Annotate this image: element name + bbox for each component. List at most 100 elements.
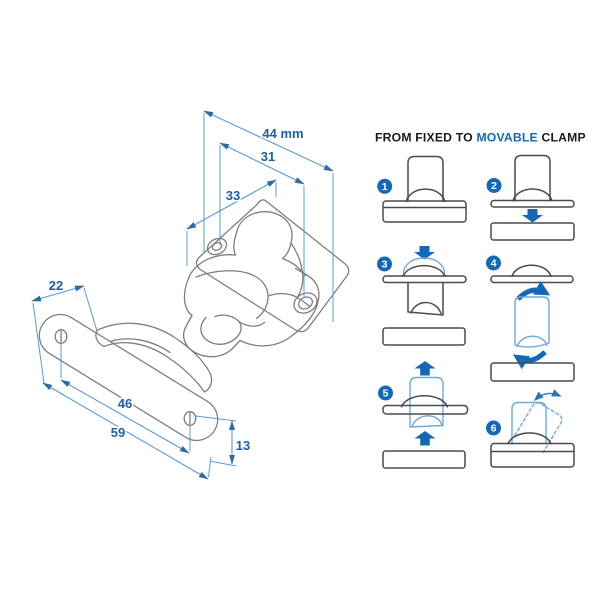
- tab-bottom-edge: [409, 424, 444, 428]
- mounting-surface: [490, 362, 575, 382]
- clamp-body-saddle: [290, 242, 304, 299]
- step-badge: [486, 420, 501, 436]
- mounting-plate-outline: [195, 199, 350, 333]
- screw-head-outer: [293, 292, 318, 314]
- tilted-tab-ghost: [514, 402, 563, 454]
- thin-plate: [490, 199, 575, 208]
- step-number: 5: [383, 388, 389, 400]
- tab-bottom-edge: [514, 342, 550, 348]
- plate-hole: [54, 329, 68, 344]
- dimension-label-end-height: 13: [236, 438, 250, 453]
- step-badge: [378, 385, 393, 401]
- arrow-down-icon: [522, 209, 543, 223]
- extension-line: [195, 415, 237, 422]
- clamp-dome: [405, 188, 446, 203]
- mounting-surface: [382, 450, 466, 469]
- rotate-arrow-icon: [512, 350, 547, 370]
- step-badge: [486, 178, 502, 193]
- arrow-up-icon: [414, 361, 436, 376]
- step-6-diagram: 6: [486, 389, 575, 468]
- screw-icon: [206, 237, 228, 256]
- screw-slot: [300, 299, 311, 308]
- step-badge: [486, 255, 501, 271]
- tab-bottom-arc: [411, 415, 443, 428]
- step-number: 6: [491, 423, 497, 435]
- isometric-clamp-drawing: [38, 199, 350, 442]
- screw-head-inner: [297, 296, 314, 310]
- dimension-label-body-depth: 33: [226, 188, 240, 203]
- plate-hole: [183, 411, 197, 426]
- movable-tab-outline: [409, 376, 444, 428]
- clamp-dome: [511, 264, 552, 278]
- step-1-diagram: 1: [377, 155, 467, 223]
- dimension-label-plate-width: 22: [49, 278, 63, 293]
- clamp-body-outline: [183, 254, 237, 317]
- clamp-post-outline: [236, 211, 293, 244]
- clamp-post-right-edge: [281, 242, 292, 260]
- clamp-dome: [512, 188, 553, 202]
- step-number: 4: [491, 258, 497, 270]
- clamp-hook-outline: [200, 316, 266, 345]
- clamp-body-lower-left: [183, 314, 241, 358]
- dimension-label-screw-spacing: 31: [261, 149, 275, 164]
- thin-plate: [382, 404, 469, 415]
- step-number: 3: [382, 259, 388, 271]
- mounting-surface: [490, 222, 575, 241]
- dimension-label-hole-spacing: 46: [118, 396, 132, 411]
- screw-head-inner: [211, 241, 223, 252]
- instructions-panel: FROM FIXED TO MOVABLE CLAMP 1 2 3: [375, 131, 586, 469]
- movable-cap-outline: [402, 257, 446, 277]
- dimension-label-plate-length: 59: [111, 425, 125, 440]
- title-prefix: FROM FIXED TO: [375, 131, 476, 145]
- dimension-line-46: [60, 379, 190, 454]
- screw-head-outer: [206, 237, 228, 256]
- clamp-tab-outline: [407, 282, 444, 316]
- step-number: 2: [491, 180, 497, 192]
- movable-tab-outline: [514, 296, 550, 346]
- step-4-diagram: 4: [486, 255, 575, 382]
- clamp-dome: [400, 395, 449, 408]
- dimension-line-44mm: [203, 110, 334, 172]
- dimension-line-59: [42, 382, 209, 480]
- dimension-line-31: [219, 142, 305, 185]
- clamp-dome: [402, 264, 446, 278]
- step-5-diagram: 5: [378, 361, 469, 469]
- step-badge: [377, 256, 392, 272]
- title-suffix: CLAMP: [538, 131, 586, 145]
- tilt-arrow-icon: [533, 389, 562, 401]
- extension-line: [208, 456, 212, 478]
- arrow-up-icon: [414, 431, 436, 446]
- movable-tab-dashed-outline: [514, 402, 563, 454]
- dimension-line-33: [186, 179, 277, 230]
- clamp-dome: [507, 432, 552, 445]
- tab-bottom-arc: [410, 301, 442, 315]
- extension-line: [209, 460, 237, 467]
- tab-bottom-arc: [516, 335, 548, 348]
- mounting-surface: [382, 327, 466, 346]
- step-badge: [377, 178, 393, 194]
- instructions-title: FROM FIXED TO MOVABLE CLAMP: [375, 131, 586, 145]
- clamp-hook-inner: [214, 314, 240, 323]
- step-number: 1: [382, 181, 388, 193]
- clamp-front-ledge: [195, 270, 301, 300]
- movable-tab-outline: [511, 401, 547, 445]
- clamp-tab-outline: [407, 155, 444, 202]
- clamp-base-plate: [382, 200, 467, 223]
- thin-plate: [382, 275, 467, 284]
- dimension-lines: 44 mm 31 33 22 46 59 13: [31, 110, 334, 480]
- dimension-label-overall-width: 44 mm: [262, 126, 303, 141]
- clamp-body-lower-right: [239, 267, 320, 347]
- extension-line: [32, 302, 45, 384]
- hook-arm-outline: [95, 322, 213, 393]
- title-highlight: MOVABLE: [476, 131, 537, 145]
- arrow-down-icon: [414, 246, 435, 260]
- screw-icon: [293, 292, 318, 314]
- clamp-base-plate: [490, 442, 575, 468]
- extension-line: [83, 287, 98, 332]
- clamp-inner-lower: [255, 295, 269, 320]
- step-3-diagram: 3: [377, 246, 467, 346]
- clamp-post-left-edge: [233, 230, 238, 256]
- thin-plate: [490, 275, 574, 284]
